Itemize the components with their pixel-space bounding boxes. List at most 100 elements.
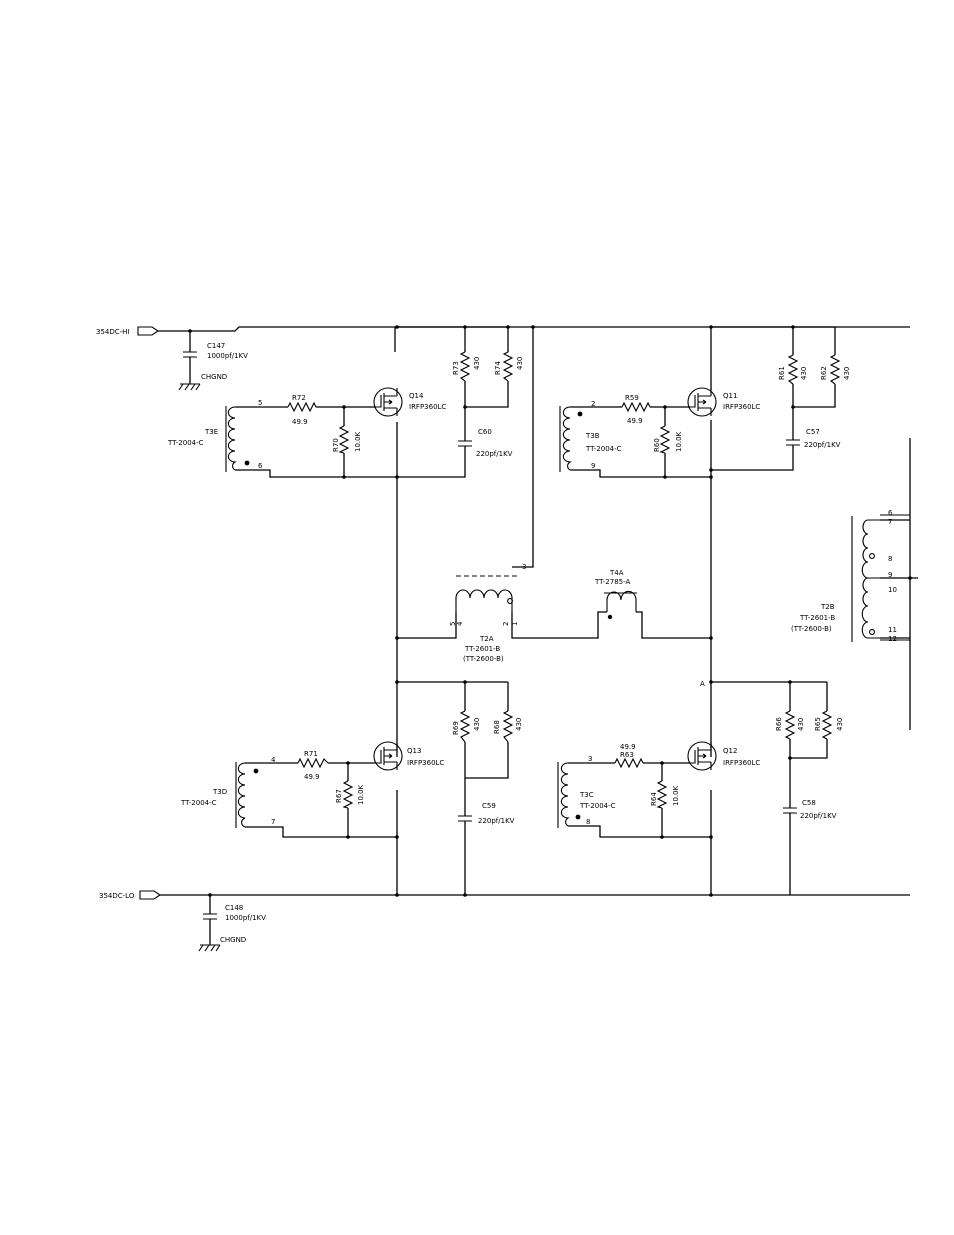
ground-symbol: CHGND: [198, 936, 246, 952]
svg-text:IRFP360LC: IRFP360LC: [723, 403, 760, 411]
svg-text:R61: R61: [778, 366, 786, 380]
resistor-r70: R70 10.0K: [332, 425, 362, 454]
svg-text:Q14: Q14: [409, 392, 424, 400]
resistor-r66: R66 430: [775, 710, 805, 740]
svg-text:(TT-2600-B): (TT-2600-B): [791, 625, 832, 633]
svg-text:T4A: T4A: [609, 569, 624, 577]
svg-text:R63: R63: [620, 751, 634, 759]
resistor-r62: R62 430: [820, 354, 851, 385]
ground-symbol: CHGND: [178, 373, 227, 391]
svg-text:T3B: T3B: [585, 432, 600, 440]
svg-text:2: 2: [591, 400, 595, 408]
svg-text:R67: R67: [335, 789, 343, 803]
svg-text:430: 430: [843, 367, 851, 380]
svg-text:C58: C58: [802, 799, 816, 807]
svg-text:C147: C147: [207, 342, 225, 350]
svg-text:TT-2601-B: TT-2601-B: [799, 614, 835, 622]
port-hi: 354DC-HI: [96, 326, 159, 336]
node-a-label: A: [700, 680, 705, 688]
resistor-r73: R73 430: [452, 351, 481, 382]
svg-text:12: 12: [888, 635, 897, 643]
svg-text:430: 430: [800, 367, 808, 380]
svg-text:R59: R59: [625, 394, 639, 402]
net-lo-label: 354DC-LO: [99, 892, 135, 900]
svg-text:TT-2004-C: TT-2004-C: [167, 439, 204, 447]
svg-text:5: 5: [258, 399, 262, 407]
junction-dots: [188, 325, 912, 897]
svg-text:6: 6: [888, 509, 893, 517]
svg-text:3: 3: [588, 755, 592, 763]
resistor-r69: R69 430: [452, 710, 481, 743]
ground-label: CHGND: [220, 936, 246, 944]
svg-text:(TT-2600-B): (TT-2600-B): [463, 655, 504, 663]
svg-text:9: 9: [591, 462, 595, 470]
svg-text:TT-2004-C: TT-2004-C: [579, 802, 616, 810]
svg-text:220pf/1KV: 220pf/1KV: [804, 441, 841, 449]
svg-text:4: 4: [456, 621, 464, 626]
svg-text:R62: R62: [820, 366, 828, 380]
svg-text:R60: R60: [653, 438, 661, 452]
svg-text:R70: R70: [332, 438, 340, 452]
resistor-r64: R64 10.0K: [650, 780, 680, 809]
svg-text:TT-2601-B: TT-2601-B: [464, 645, 500, 653]
svg-text:10: 10: [888, 586, 897, 594]
svg-text:6: 6: [258, 462, 263, 470]
transformer-t2b: 6 7 8 9 10 11 12 T2B TT-2601-B (TT-2600-…: [791, 509, 910, 643]
mosfet-q11: Q11 IRFP360LC: [687, 387, 760, 417]
svg-text:9: 9: [888, 571, 892, 579]
capacitor-c59: C59 220pf/1KV: [458, 802, 515, 825]
svg-text:C57: C57: [806, 428, 820, 436]
transformer-t3e: 5 6 T3E TT-2004-C: [167, 399, 263, 472]
svg-text:10.0K: 10.0K: [357, 784, 365, 805]
resistor-r67: R67 10.0K: [335, 780, 365, 809]
svg-text:220pf/1KV: 220pf/1KV: [476, 450, 513, 458]
svg-text:430: 430: [515, 718, 523, 731]
svg-text:10.0K: 10.0K: [672, 785, 680, 806]
svg-text:430: 430: [836, 718, 844, 731]
svg-text:T2B: T2B: [820, 603, 835, 611]
transformer-t2a: 3 5 4 2 1 T2A TT-2601-B (TT-2600-B): [449, 563, 526, 663]
svg-text:TT-2785-A: TT-2785-A: [594, 578, 630, 586]
svg-text:R74: R74: [494, 361, 502, 375]
svg-text:49.9: 49.9: [304, 773, 320, 781]
capacitor-c57: C57 220pf/1KV: [786, 428, 841, 449]
svg-text:R71: R71: [304, 750, 318, 758]
svg-text:Q11: Q11: [723, 392, 737, 400]
svg-text:430: 430: [473, 718, 481, 731]
svg-text:430: 430: [473, 357, 481, 370]
resistor-r61: R61 430: [778, 354, 808, 385]
ground-label: CHGND: [201, 373, 227, 381]
svg-text:10.0K: 10.0K: [675, 431, 683, 452]
capacitor-c58: C58 220pf/1KV: [783, 799, 837, 820]
svg-text:4: 4: [271, 756, 276, 764]
svg-text:Q13: Q13: [407, 747, 421, 755]
mosfet-q13: Q13 IRFP360LC: [373, 741, 444, 771]
svg-text:430: 430: [797, 718, 805, 731]
svg-text:R65: R65: [814, 717, 822, 731]
svg-text:TT-2004-C: TT-2004-C: [180, 799, 217, 807]
svg-text:7: 7: [271, 818, 275, 826]
svg-text:220pf/1KV: 220pf/1KV: [478, 817, 515, 825]
resistor-r71: R71 49.9: [297, 750, 329, 781]
transformer-t4a: T4A TT-2785-A: [594, 569, 637, 620]
wiring: [158, 326, 918, 945]
resistor-r63: 49.9 R63: [614, 743, 644, 769]
port-lo: 354DC-LO: [99, 890, 161, 900]
svg-text:T3D: T3D: [212, 788, 227, 796]
svg-text:IRFP360LC: IRFP360LC: [409, 403, 446, 411]
svg-text:1: 1: [511, 622, 519, 626]
svg-text:C148: C148: [225, 904, 243, 912]
resistor-r68: R68 430: [493, 710, 523, 743]
svg-text:R66: R66: [775, 717, 783, 731]
svg-text:T2A: T2A: [479, 635, 494, 643]
svg-text:R72: R72: [292, 394, 306, 402]
mosfet-q14: Q14 IRFP360LC: [373, 387, 446, 417]
svg-text:1000pf/1KV: 1000pf/1KV: [225, 914, 266, 922]
transformer-t3c: 3 8 T3C TT-2004-C: [557, 755, 616, 828]
svg-text:2: 2: [502, 622, 510, 626]
transformer-t3b: 2 9 T3B TT-2004-C: [559, 400, 622, 472]
capacitor-c148: C148 1000pf/1KV: [203, 904, 266, 922]
svg-text:C59: C59: [482, 802, 496, 810]
resistor-r74: R74 430: [494, 351, 524, 382]
